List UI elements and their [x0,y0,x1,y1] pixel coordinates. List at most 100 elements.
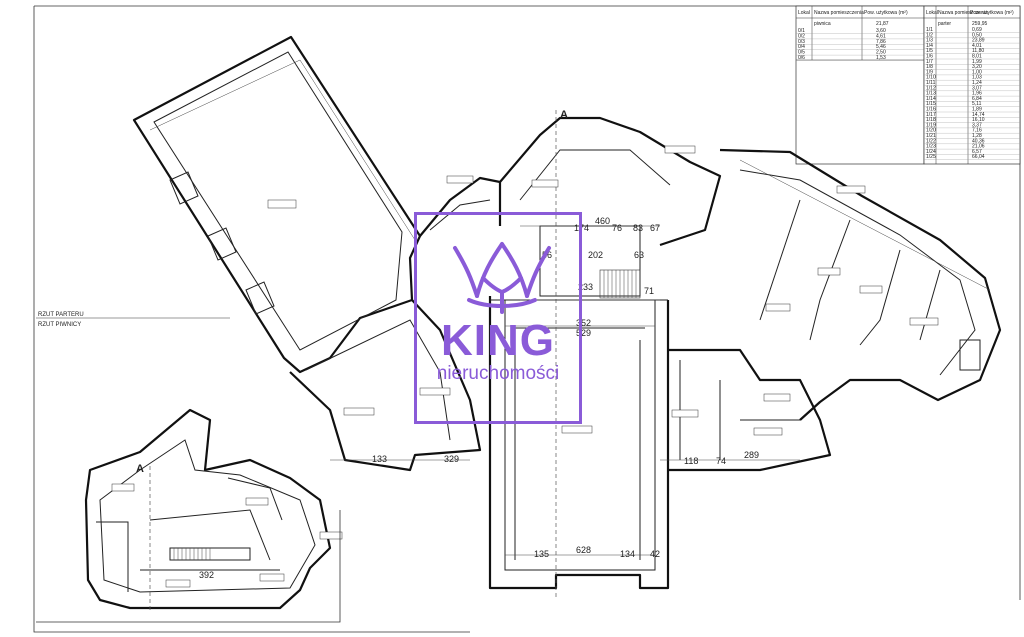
section-mark-basement: A [136,463,144,475]
crown-icon [453,242,551,314]
dim-label: 460 [595,216,610,226]
dim-label: 352 [576,318,591,328]
legend-row-area: 23,89 [972,38,985,44]
room-placards [267,145,939,436]
legend-row-area: 5,46 [876,44,886,50]
legend-row-area: 1,96 [972,91,982,97]
legend-row-area: 7,16 [972,128,982,134]
legend-row-id: 1/5 [926,48,933,54]
legend-row-id: 1/16 [926,107,936,113]
legend-row-id: 0/3 [798,39,805,45]
section-mark-top: A [560,109,568,121]
legend-row-id: 1/8 [926,64,933,70]
legend-row-id: 1/23 [926,144,936,150]
dim-label: 289 [744,450,759,460]
legend-row-area: 4,01 [972,43,982,49]
legend-table-ground: Lokal Nazwa pomieszczenia Pow. użytkowa … [923,5,1021,165]
dim-label: 63 [634,250,644,260]
legend-right-rows: 1/1 0,69 1/2 0,50 1/3 23,89 1/4 4,01 1/5 11,80 1/6… [924,27,1020,160]
staircase-ground [599,269,641,299]
legend-left-header-area: Pow. użytkowa (m²) [864,10,908,16]
legend-row-id: 1/17 [926,112,936,118]
dim-label: 628 [576,545,591,555]
legend-row-area: 3,20 [972,64,982,70]
legend-row-area: 1,03 [972,75,982,81]
legend-row-area: 3,07 [972,85,982,91]
legend-row-id: 1/11 [926,80,936,86]
dim-label: 42 [650,549,660,559]
basement-walls [84,408,332,610]
legend-row-id: 1/3 [926,38,933,44]
legend-row-id: 0/1 [798,28,805,34]
legend-row-area: 0,69 [972,27,982,33]
floor-label-ground: RZUT PARTERU [38,312,84,318]
legend-row-id: 1/20 [926,128,936,134]
floor-label-group: RZUT PARTERU RZUT PIWNICY [36,312,230,328]
legend-row-id: 1/13 [926,91,936,97]
legend-row-id: 1/18 [926,117,936,123]
dim-label-basement: 392 [199,570,214,580]
legend-row-area: 1,53 [876,55,886,61]
basement-placards [111,483,343,588]
legend-row-id: 1/21 [926,133,936,139]
legend-left-group: piwnica [814,21,831,27]
legend-row-area: 0,50 [972,32,982,38]
legend-row-id: 1/2 [926,32,933,38]
dim-label: 83 [633,223,643,233]
legend-row-id: 0/4 [798,44,805,50]
legend-row-area: 4,61 [876,33,886,39]
dim-label: 529 [576,328,591,338]
legend-table-basement: Lokal Nazwa pomieszczenia Pow. użytkowa … [795,5,925,165]
legend-row-area: 3,60 [876,28,886,34]
legend-row-id: 1/12 [926,85,936,91]
dim-label: 329 [444,454,459,464]
watermark-brand: KING [441,316,555,365]
dim-label: 74 [716,456,726,466]
dim-label: 233 [578,282,593,292]
legend-row-area: 3,37 [972,122,982,128]
legend-row-id: 1/1 [926,27,933,33]
legend-row-area: 8,01 [972,54,982,60]
legend-row-area: 21,06 [972,144,985,150]
watermark-frame [414,212,582,424]
dim-label: 118 [684,456,698,466]
section-line: A A [136,109,568,600]
legend-row-id: 0/5 [798,50,805,56]
dim-label: 71 [644,286,654,296]
watermark-tagline: nieruchomości [436,363,560,384]
legend-row-area: 11,80 [972,48,984,54]
legend-row-id: 1/24 [926,149,936,155]
legend-row-area: 7,86 [876,39,886,45]
dim-label: 134 [620,549,635,559]
legend-left-header-name: Nazwa pomieszczenia [814,10,864,16]
legend-row-id: 1/7 [926,59,933,65]
legend-row-id: 0/2 [798,33,805,39]
legend-row-area: 6,84 [972,96,982,102]
dim-label: 202 [588,250,603,260]
legend-row-id: 1/9 [926,69,933,75]
legend-row-area: 66,04 [972,154,985,160]
legend-right-header-area: Pow. użytkowa (m²) [970,10,1014,16]
legend-row-id: 1/6 [926,54,933,60]
legend-row-area: 6,57 [972,149,982,155]
legend-left-total: 21,87 [876,21,889,27]
legend-row-area: 14,74 [972,112,985,118]
legend-right-header-name: Nazwa pomieszczenia [938,10,988,16]
dim-label: 133 [372,454,387,464]
floor-label-basement: RZUT PIWNICY [38,322,81,328]
legend-row-id: 1/4 [926,43,933,49]
legend-row-id: 1/25 [926,154,936,160]
legend-right-total: 259,95 [972,21,988,27]
legend-left-header-unit: Lokal [798,10,810,16]
legend-row-area: 1,24 [972,80,982,86]
legend-row-id: 1/22 [926,138,936,144]
legend-row-area: 1,99 [972,59,982,65]
legend-row-area: 1,28 [972,133,982,139]
dim-label: 76 [612,223,622,233]
legend-row-id: 1/19 [926,122,936,128]
legend-row-area: 16,10 [972,117,985,123]
legend-row-id: 0/6 [798,55,805,61]
legend-row-area: 1,89 [972,107,982,113]
